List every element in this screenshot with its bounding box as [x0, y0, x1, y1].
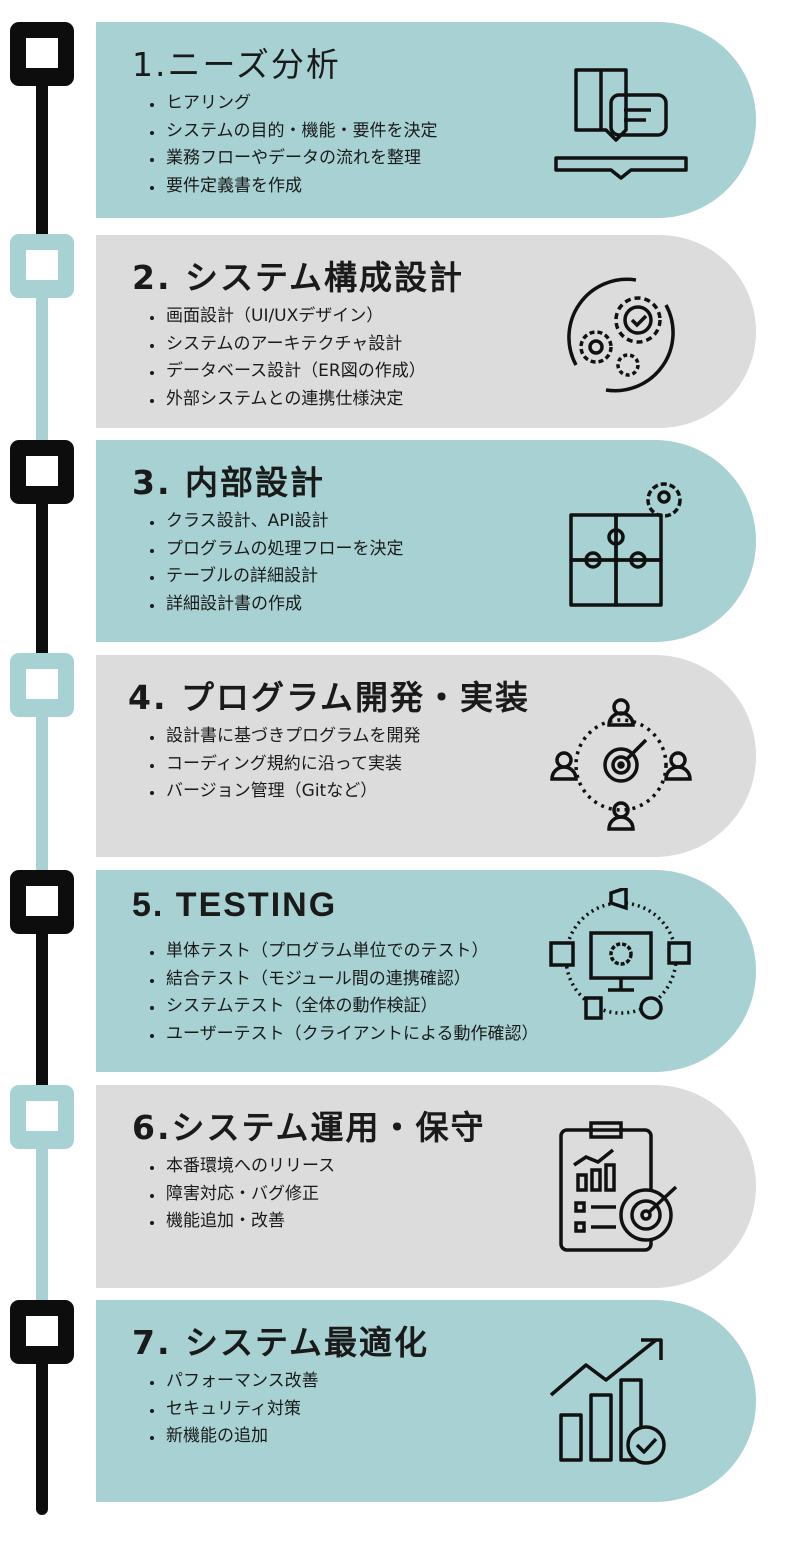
list-item: システムテスト（全体の動作検証） — [164, 993, 538, 1021]
step-title: 1.ニーズ分析 — [132, 45, 341, 84]
timeline-segment — [36, 930, 48, 1090]
list-item: ヒアリング — [164, 90, 438, 118]
list-item: データベース設計（ER図の作成） — [164, 358, 426, 386]
list-item: 詳細設計書の作成 — [164, 591, 404, 619]
list-item: 要件定義書を作成 — [164, 173, 438, 201]
book-chat-icon — [546, 50, 696, 190]
timeline-segment — [36, 500, 48, 660]
step-title: 3. 内部設計 — [132, 463, 325, 502]
timeline-marker — [10, 870, 74, 934]
list-item: 画面設計（UI/UXデザイン） — [164, 303, 426, 331]
list-item: 業務フローやデータの流れを整理 — [164, 145, 438, 173]
step-items: 本番環境へのリリース 障害対応・バグ修正 機能追加・改善 — [146, 1153, 335, 1236]
step-title: 5. TESTING — [132, 886, 338, 924]
list-item: セキュリティ対策 — [164, 1396, 319, 1424]
timeline-segment — [36, 80, 48, 240]
timeline-segment — [36, 1360, 48, 1515]
step-items: クラス設計、API設計 プログラムの処理フローを決定 テーブルの詳細設計 詳細設… — [146, 508, 404, 618]
list-item: 障害対応・バグ修正 — [164, 1181, 335, 1209]
list-item: 外部システムとの連携仕様決定 — [164, 386, 426, 414]
clipboard-target-icon — [546, 1115, 696, 1255]
list-item: ユーザーテスト（クライアントによる動作確認） — [164, 1021, 538, 1049]
timeline-segment — [36, 1140, 48, 1310]
step-card-3: 3. 内部設計 クラス設計、API設計 プログラムの処理フローを決定 テーブルの… — [96, 440, 756, 642]
timeline-marker — [10, 653, 74, 717]
timeline-marker — [10, 234, 74, 298]
step-card-7: 7. システム最適化 パフォーマンス改善 セキュリティ対策 新機能の追加 — [96, 1300, 756, 1502]
step-title: 6.システム運用・保守 — [132, 1108, 486, 1147]
timeline-marker — [10, 1085, 74, 1149]
timeline-segment — [36, 710, 48, 880]
puzzle-icon — [546, 470, 696, 610]
step-card-4: 4. プログラム開発・実装 設計書に基づきプログラムを開発 コーディング規約に沿… — [96, 655, 756, 857]
step-card-6: 6.システム運用・保守 本番環境へのリリース 障害対応・バグ修正 機能追加・改善 — [96, 1085, 756, 1288]
list-item: コーディング規約に沿って実装 — [164, 751, 421, 779]
step-items: 画面設計（UI/UXデザイン） システムのアーキテクチャ設計 データベース設計（… — [146, 303, 426, 413]
timeline-marker — [10, 22, 74, 86]
list-item: システムのアーキテクチャ設計 — [164, 331, 426, 359]
timeline-marker — [10, 440, 74, 504]
list-item: パフォーマンス改善 — [164, 1368, 319, 1396]
list-item: 結合テスト（モジュール間の連携確認） — [164, 966, 538, 994]
list-item: 単体テスト（プログラム単位でのテスト） — [164, 938, 538, 966]
step-card-5: 5. TESTING 単体テスト（プログラム単位でのテスト） 結合テスト（モジュ… — [96, 870, 756, 1072]
step-title: 4. プログラム開発・実装 — [128, 678, 530, 717]
step-card-2: 2. システム構成設計 画面設計（UI/UXデザイン） システムのアーキテクチャ… — [96, 235, 756, 428]
monitor-gear-icon — [546, 885, 696, 1028]
step-items: ヒアリング システムの目的・機能・要件を決定 業務フローやデータの流れを整理 要… — [146, 90, 438, 200]
timeline-marker — [10, 1300, 74, 1364]
list-item: 設計書に基づきプログラムを開発 — [164, 723, 421, 751]
step-items: パフォーマンス改善 セキュリティ対策 新機能の追加 — [146, 1368, 319, 1451]
list-item: 本番環境へのリリース — [164, 1153, 335, 1181]
step-items: 設計書に基づきプログラムを開発 コーディング規約に沿って実装 バージョン管理（G… — [146, 723, 421, 806]
step-card-1: 1.ニーズ分析 ヒアリング システムの目的・機能・要件を決定 業務フローやデータ… — [96, 22, 756, 218]
list-item: クラス設計、API設計 — [164, 508, 404, 536]
step-title: 2. システム構成設計 — [132, 258, 464, 297]
list-item: プログラムの処理フローを決定 — [164, 536, 404, 564]
list-item: バージョン管理（Gitなど） — [164, 778, 421, 806]
list-item: テーブルの詳細設計 — [164, 563, 404, 591]
list-item: システムの目的・機能・要件を決定 — [164, 118, 438, 146]
growth-chart-icon — [546, 1335, 696, 1475]
target-team-icon — [546, 695, 696, 835]
list-item: 機能追加・改善 — [164, 1208, 335, 1236]
step-items: 単体テスト（プログラム単位でのテスト） 結合テスト（モジュール間の連携確認） シ… — [146, 938, 538, 1048]
step-title: 7. システム最適化 — [132, 1323, 429, 1362]
list-item: 新機能の追加 — [164, 1423, 319, 1451]
gears-cycle-icon — [546, 265, 696, 405]
timeline-segment — [36, 290, 48, 450]
